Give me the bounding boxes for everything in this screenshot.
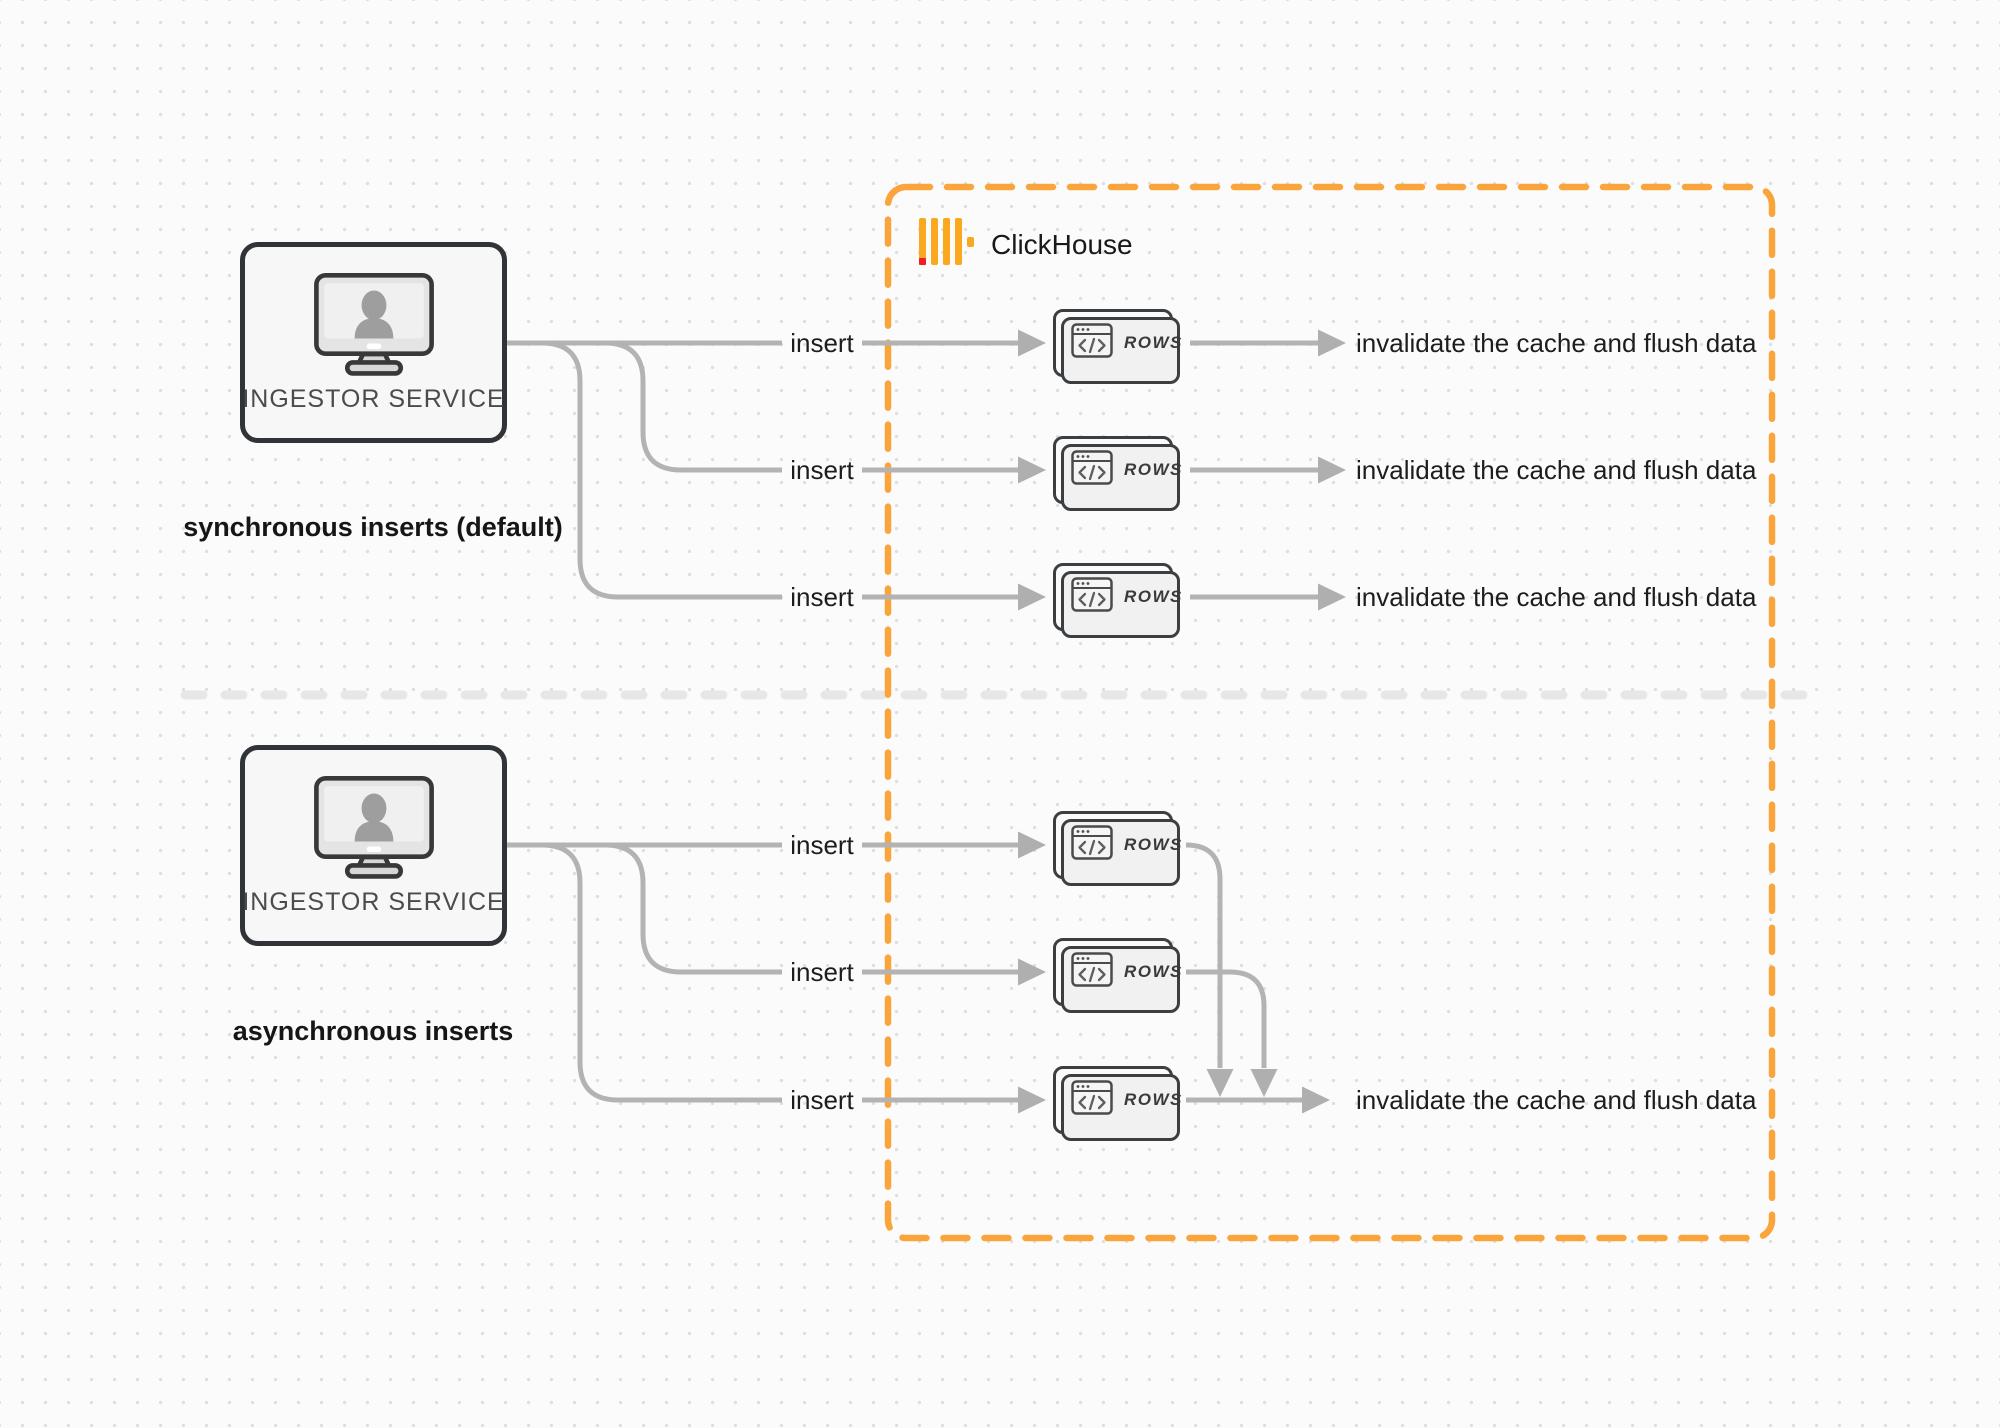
user-monitor-icon — [313, 776, 434, 887]
rows-card-label: ROWS — [1124, 962, 1183, 981]
rows-card: ROWS — [1053, 938, 1181, 1013]
invalidate-cache-label: invalidate the cache and flush data — [1356, 455, 1757, 485]
rows-card-label: ROWS — [1124, 1090, 1183, 1109]
ingestor-service-box-async: INGESTOR SERVICE — [240, 745, 507, 946]
clickhouse-boundary-box — [884, 183, 1776, 1242]
sync-section-caption: synchronous inserts (default) — [183, 512, 563, 542]
insert-label: insert — [790, 582, 854, 612]
clickhouse-label: ClickHouse — [991, 228, 1133, 260]
user-monitor-icon — [313, 273, 434, 384]
code-window-icon — [1071, 450, 1113, 490]
rows-card: ROWS — [1053, 811, 1181, 886]
invalidate-cache-label: invalidate the cache and flush data — [1356, 1085, 1757, 1115]
ingestor-service-title: INGESTOR SERVICE — [242, 888, 505, 916]
rows-card-label: ROWS — [1124, 460, 1183, 479]
invalidate-cache-label: invalidate the cache and flush data — [1356, 328, 1757, 358]
async-section-caption: asynchronous inserts — [232, 1016, 514, 1046]
insert-label: insert — [790, 328, 854, 358]
code-window-icon — [1071, 825, 1113, 865]
clickhouse-header: ClickHouse — [919, 218, 1133, 271]
ingestor-service-title: INGESTOR SERVICE — [242, 385, 505, 413]
rows-card-label: ROWS — [1124, 587, 1183, 606]
rows-card-label: ROWS — [1124, 333, 1183, 352]
rows-card: ROWS — [1053, 309, 1181, 384]
rows-card: ROWS — [1053, 436, 1181, 511]
async-connectors — [507, 842, 1302, 1103]
code-window-icon — [1071, 1080, 1113, 1120]
insert-label: insert — [790, 455, 854, 485]
insert-label: insert — [790, 1085, 854, 1115]
invalidate-cache-label: invalidate the cache and flush data — [1356, 582, 1757, 612]
clickhouse-logo-icon — [919, 218, 974, 271]
insert-label: insert — [790, 830, 854, 860]
rows-card-label: ROWS — [1124, 835, 1183, 854]
ingestor-service-box-sync: INGESTOR SERVICE — [240, 242, 507, 443]
rows-card: ROWS — [1053, 563, 1181, 638]
sync-arrowheads — [1018, 329, 1346, 611]
code-window-icon — [1071, 323, 1113, 363]
sync-connectors — [507, 340, 1320, 600]
rows-card: ROWS — [1053, 1066, 1181, 1141]
code-window-icon — [1071, 952, 1113, 992]
code-window-icon — [1071, 577, 1113, 617]
async-arrowheads — [1018, 831, 1330, 1114]
insert-label: insert — [790, 957, 854, 987]
